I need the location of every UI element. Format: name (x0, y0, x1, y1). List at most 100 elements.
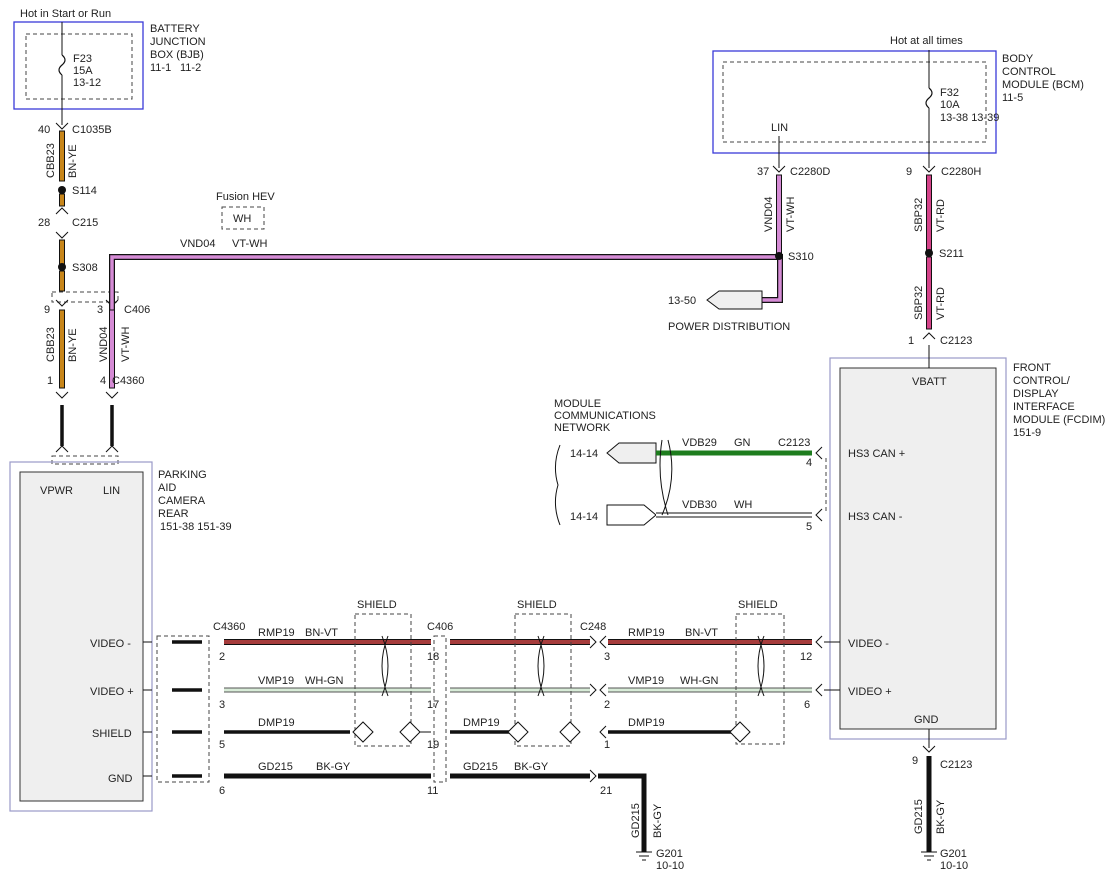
power-ref: 13-50 (668, 295, 696, 307)
can-plus-ref-icon[interactable] (606, 442, 657, 464)
wire-cbb23-label-top: CBB23 (45, 143, 57, 178)
wire-vtwh-label-h: VT-WH (232, 238, 267, 250)
c2123-can-plus-pin: 4 (806, 457, 812, 469)
c4360-pin-5: 5 (219, 739, 225, 751)
wire-cbb23-top[interactable] (59, 130, 65, 182)
c2123-pin-6: 6 (804, 699, 810, 711)
fcdim-pin-vbatt: VBATT (912, 376, 947, 388)
c2280h-label: C2280H (941, 166, 981, 178)
dmp19-label-1: DMP19 (258, 717, 295, 729)
c2123-top-pin: 1 (908, 335, 914, 347)
twisted-pair-can-icon (659, 439, 673, 516)
pac-pin-vpwr: VPWR (40, 485, 73, 497)
fcdim-module (839, 367, 997, 730)
wire-vnd04-label-mid: VND04 (98, 327, 110, 362)
whgn-label-1: WH-GN (305, 675, 344, 687)
fcdim-pin-video-minus: VIDEO - (848, 638, 889, 650)
wire-wh-label: WH (734, 499, 752, 511)
fcdim-pin-can-plus: HS3 CAN + (848, 448, 905, 460)
pac-pin-video-minus: VIDEO - (90, 638, 131, 650)
shield-drain-icon-3 (729, 721, 751, 743)
pac-outer[interactable] (9, 461, 153, 812)
wire-vtrd-label-top: VT-RD (935, 199, 947, 232)
bcm-fuse: F32 (940, 87, 959, 99)
shield-box-3 (735, 613, 785, 745)
bcm-inner (722, 61, 987, 143)
c2123-gnd-label: C2123 (940, 759, 972, 771)
bcm-ref: 11-5 (1002, 92, 1023, 104)
c248-pin-1: 1 (604, 739, 610, 751)
shield-label-1: SHIELD (357, 599, 397, 611)
mcn-label-2: COMMUNICATIONS (554, 410, 656, 422)
wire-bnye-label-mid: BN-YE (67, 328, 79, 362)
s114-label: S114 (72, 185, 97, 197)
bjb-name-1: BATTERY (150, 23, 200, 35)
pac-name-3: CAMERA (158, 495, 206, 507)
power-distribution-ref-icon[interactable] (706, 290, 763, 310)
bjb-fuse: F23 (73, 53, 92, 65)
fcdim-outer[interactable] (829, 357, 1007, 740)
c2123-can-label: C2123 (778, 437, 810, 449)
c2123-can-minus-pin: 5 (806, 521, 812, 533)
wire-bnye-label-top: BN-YE (67, 144, 79, 178)
ground-icon-a (636, 851, 652, 861)
g201-a-ref: 10-10 (656, 860, 684, 872)
power-distribution-label: POWER DISTRIBUTION (668, 321, 790, 333)
wire-vdb29-label: VDB29 (682, 437, 717, 449)
bkgy-label-2: BK-GY (514, 761, 549, 773)
pac-pin-gnd: GND (108, 773, 133, 785)
bjb-ref-b: 11-2 (180, 62, 201, 74)
wire-gd215-g201-a[interactable] (598, 773, 647, 852)
fcdim-name-3: DISPLAY (1013, 388, 1059, 400)
wire-sbp32-bottom[interactable] (926, 256, 932, 330)
c2123-gnd-pin: 9 (912, 755, 918, 767)
bjb-amps: 15A (73, 65, 93, 77)
bcm-name-3: MODULE (BCM) (1002, 79, 1084, 91)
fuse-f32-icon (925, 87, 933, 109)
fcdim-name-2: CONTROL/ (1013, 375, 1071, 387)
bkgy-label-v1: BK-GY (652, 803, 664, 838)
pac-name-1: PARKING (158, 469, 207, 481)
wire-cbb23-mid[interactable] (59, 309, 65, 389)
wire-vnd04-bcm[interactable] (776, 174, 782, 256)
c406-pin-11: 11 (427, 785, 438, 797)
pac-pin-lin: LIN (103, 485, 120, 497)
pac-refs: 151-38 151-39 (160, 521, 232, 533)
c4360-top-label: C4360 (112, 375, 144, 387)
wire-cbb23-label-mid: CBB23 (45, 327, 57, 362)
pac-name-2: AID (158, 482, 176, 494)
bnvt-label-3: BN-VT (685, 627, 718, 639)
wire-sbp32-top[interactable] (926, 174, 932, 251)
bkgy-label-v2: BK-GY (935, 799, 947, 834)
c4360-bottom-box (156, 635, 210, 783)
gd215-label-v2: GD215 (913, 799, 925, 834)
c215-arrow-icon (55, 207, 69, 215)
pac-pin-video-plus: VIDEO + (90, 686, 134, 698)
c248-pin-3: 3 (604, 651, 610, 663)
splice-s211 (925, 249, 933, 257)
bcm-box[interactable] (712, 50, 997, 154)
wire-vnd04-mid[interactable] (109, 309, 115, 389)
c248-label: C248 (580, 621, 606, 633)
c406-bottom-box (433, 635, 447, 783)
whgn-label-3: WH-GN (680, 675, 719, 687)
bcm-amps: 10A (940, 99, 960, 111)
c2280d-pin: 37 (757, 166, 769, 178)
twisted-pair-icon-1 (381, 635, 389, 697)
fcdim-pin-can-minus: HS3 CAN - (848, 511, 903, 523)
can-minus-ref-icon[interactable] (606, 504, 657, 526)
dmp19-label-3: DMP19 (628, 717, 665, 729)
c1035b-label: C1035B (72, 124, 112, 136)
wire-vnd04-label-h: VND04 (180, 238, 215, 250)
bcm-name-2: CONTROL (1002, 66, 1056, 78)
mcn-label-3: NETWORK (554, 422, 611, 434)
bjb-ref-a: 11-1 (150, 62, 171, 74)
vmp19-label-3: VMP19 (628, 675, 664, 687)
c2280d-label: C2280D (790, 166, 830, 178)
splice-s114 (58, 186, 66, 194)
fcdim-name-4: INTERFACE (1013, 401, 1075, 413)
wire-vtwh-label-bcm: VT-WH (785, 197, 797, 232)
hot-all-times-label: Hot at all times (890, 35, 963, 47)
c2280h-pin: 9 (906, 166, 912, 178)
bjb-box[interactable] (13, 21, 144, 110)
